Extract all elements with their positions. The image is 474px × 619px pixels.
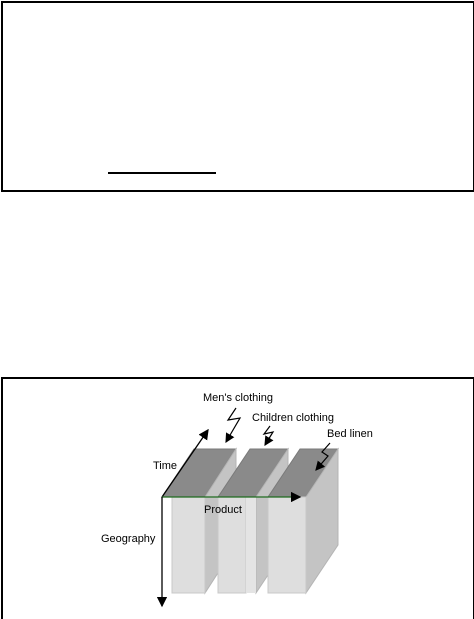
time-axis-arrow: [161, 428, 209, 498]
underline-rule: [108, 172, 216, 174]
product-axis-label: Product: [204, 504, 242, 516]
bed-linen-pointer: [315, 442, 331, 471]
children-clothing-label: Children clothing: [252, 412, 334, 424]
slice-children-clothing-gap: [246, 497, 256, 593]
bed-linen-label: Bed linen: [327, 428, 373, 440]
mens-clothing-label: Men's clothing: [203, 392, 273, 404]
slice-bed-linen-front: [267, 496, 307, 594]
slice-mens-clothing-front: [171, 496, 206, 594]
mens-clothing-pointer: [225, 407, 242, 444]
geography-axis-label: Geography: [101, 533, 156, 545]
children-clothing-pointer: [262, 425, 275, 447]
time-axis-label: Time: [153, 460, 177, 472]
